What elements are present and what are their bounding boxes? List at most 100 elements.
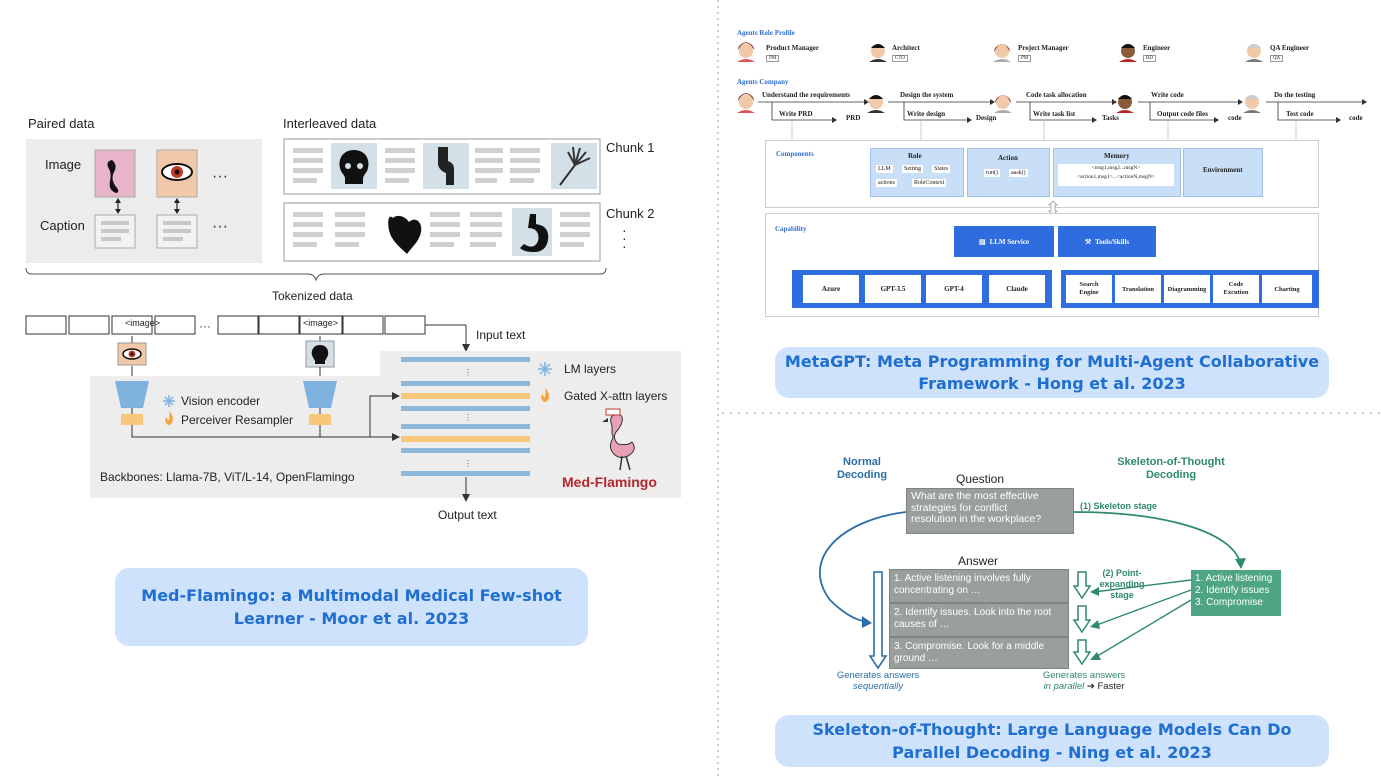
generates-sequential-line2: sequentially — [852, 681, 904, 692]
skeleton-points-box: 1. Active listening 2. Identify issues 3… — [1191, 570, 1281, 616]
step-out-3: Tasks — [1102, 114, 1119, 122]
components-label: Components — [776, 150, 814, 158]
step-out-2: Design — [976, 114, 997, 122]
llm-gpt35: GPT-3.5 — [865, 275, 921, 303]
skeleton-point-1: 1. Active listening — [1195, 573, 1273, 584]
role-tag-3: PM — [1018, 55, 1032, 62]
answer-label: Answer — [958, 554, 999, 568]
role-item-llm: LLM — [876, 165, 893, 173]
sot-decoding-line2: Decoding — [1145, 469, 1197, 481]
answer-2-line1: 2. Identify issues. Look into the root — [894, 607, 1052, 618]
faster-label: Faster — [1097, 681, 1125, 692]
answer-1-line2: concentrating on … — [894, 585, 981, 596]
company-label: Agents Company — [737, 78, 789, 86]
question-box: What are the most effective strategies f… — [906, 488, 1074, 534]
tool-diagramming: Diagramming — [1164, 275, 1210, 303]
metagpt-caption-line2: Framework - Hong et al. 2023 — [918, 373, 1186, 393]
role-name-1: Product Manager — [766, 44, 819, 52]
vertical-ellipsis: ··· — [622, 222, 627, 254]
avatar-icon — [867, 95, 885, 113]
med-flamingo-caption-line1: Med-Flamingo: a Multimodal Medical Few-s… — [141, 586, 562, 605]
llm-service-box: ▤LLM Service — [954, 226, 1054, 257]
input-text-label: Input text — [476, 328, 526, 342]
svg-text:···: ··· — [212, 218, 228, 235]
med-flamingo-caption-line2: Learner - Moor et al. 2023 — [233, 609, 470, 628]
question-line-2: strategies for conflict — [911, 501, 1008, 514]
environment-component — [1183, 148, 1263, 197]
tool-search-engine-line1: Search — [1079, 281, 1099, 288]
svg-text:⋮: ⋮ — [464, 413, 472, 422]
answer-box-2: 2. Identify issues. Look into the root c… — [889, 603, 1069, 637]
interleaved-data-label: Interleaved data — [283, 116, 377, 131]
sot-decoding-label: Skeleton-of-Thought Decoding — [1098, 456, 1244, 482]
point-expanding-line1: (2) Point-expanding — [1099, 568, 1145, 589]
step-bottom-3: Write task list — [1033, 110, 1076, 118]
avatar-icon — [1119, 44, 1137, 62]
question-line-1: What are the most effective — [911, 490, 1039, 502]
normal-decoding-label: Normal Decoding — [822, 456, 902, 482]
arrow-right-icon: ➔ — [1086, 681, 1095, 692]
tools-icon: ⚒ — [1084, 237, 1092, 246]
step-top-5: Do the testing — [1274, 91, 1316, 99]
image-token-1: <image> — [125, 318, 161, 328]
role-item-actions: actions — [876, 179, 897, 187]
metagpt-caption-line1: MetaGPT: Meta Programming for Multi-Agen… — [784, 351, 1320, 371]
knee-icon — [438, 147, 454, 185]
tokenized-data-label: Tokenized data — [272, 289, 353, 303]
skeleton-stage-label: (1) Skeleton stage — [1080, 501, 1158, 511]
eye-icon — [161, 163, 193, 181]
med-flamingo-graphics: ··· ··· — [94, 138, 601, 262]
generates-parallel-label: Generates answers in parallel ➔ Faster — [1032, 670, 1136, 692]
role-item-rolecontext: RoleContext — [912, 179, 947, 187]
tool-search-engine-line2: Engine — [1079, 289, 1099, 296]
snowflake-icon — [538, 362, 552, 376]
generates-parallel-line2: in parallel — [1043, 681, 1085, 692]
med-flamingo-caption: Med-Flamingo: a Multimodal Medical Few-s… — [115, 568, 588, 646]
role-item-setting: Setting — [902, 165, 924, 173]
generates-parallel-line1: Generates answers — [1042, 670, 1126, 681]
chunk1-label: Chunk 1 — [606, 140, 655, 155]
capability-label: Capability — [775, 225, 807, 233]
bacteria-icon — [107, 160, 119, 193]
caption-label: Caption — [40, 218, 85, 233]
question-label: Question — [956, 472, 1005, 486]
avatar-icon — [869, 44, 887, 62]
sot-caption-line2: Parallel Decoding - Ning et al. 2023 — [892, 743, 1212, 762]
step-top-4: Write code — [1151, 91, 1184, 99]
avatar-icon — [737, 93, 755, 113]
memory-line-1: <msg1,msg2...msgN> — [1091, 165, 1141, 171]
generates-sequential-label: Generates answers sequentially — [826, 670, 930, 692]
answer-2-line2: causes of … — [894, 619, 950, 630]
llm-service-label: LLM Service — [989, 237, 1030, 246]
memory-content: <msg1,msg2...msgN> <action1,msg1>...<act… — [1058, 164, 1174, 186]
avatar-icon — [1245, 44, 1263, 62]
tool-code-excution-line1: Code — [1228, 281, 1244, 288]
metagpt-caption: MetaGPT: Meta Programming for Multi-Agen… — [775, 347, 1329, 398]
step-bottom-1: Write PRD — [779, 110, 813, 118]
answer-3-line2: ground … — [894, 653, 938, 664]
sot-caption-line1: Skeleton-of-Thought: Large Language Mode… — [812, 720, 1292, 739]
generates-sequential-line1: Generates answers — [836, 670, 920, 681]
role-tag-1: PM — [766, 55, 780, 62]
sot-caption: Skeleton-of-Thought: Large Language Mode… — [775, 715, 1329, 767]
paired-data-label: Paired data — [28, 116, 95, 131]
role-component-title: Role — [908, 152, 922, 160]
vision-encoder-label: Vision encoder — [181, 394, 261, 408]
role-profile-label: Agents Role Profile — [737, 29, 795, 37]
flamingo-logo — [602, 408, 635, 471]
normal-decoding-line1: Normal — [843, 456, 881, 468]
tools-skills-label: Tools/Skills — [1095, 237, 1130, 246]
role-name-2: Architect — [892, 44, 920, 52]
metagpt-pipeline — [737, 93, 1367, 140]
med-flamingo-graphics-2: ··· — [25, 267, 681, 502]
stomach-icon — [520, 214, 549, 252]
point-expanding-label: (2) Point-expanding stage — [1093, 568, 1151, 601]
skeleton-point-2: 2. Identify issues — [1195, 585, 1270, 596]
role-tag-2: CTO — [892, 55, 908, 62]
flame-icon — [165, 411, 173, 425]
step-top-1: Understand the requirements — [762, 91, 851, 99]
output-text-label: Output text — [438, 508, 497, 522]
